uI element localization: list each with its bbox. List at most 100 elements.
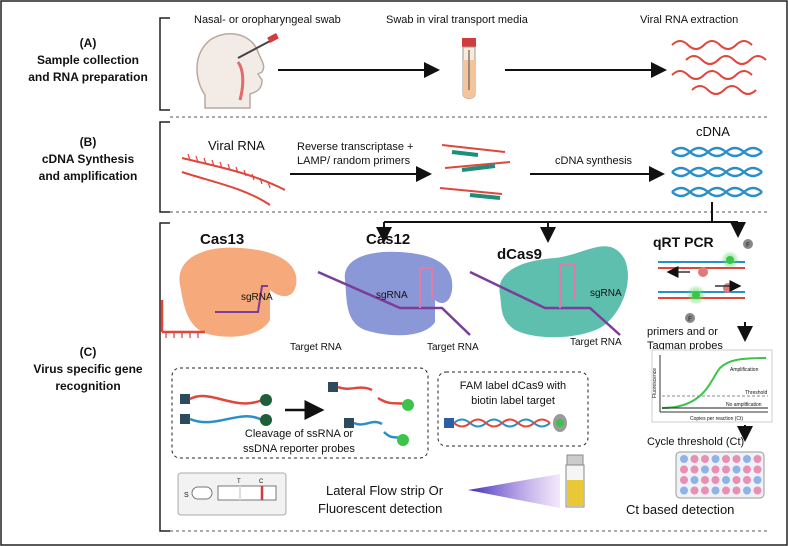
bracket-c [159, 222, 170, 532]
strip-c: C [259, 479, 264, 485]
reporter-probes-icon [180, 382, 414, 446]
rna-strands-icon [671, 40, 767, 95]
plate-well [680, 476, 688, 484]
cleavage-box [171, 367, 429, 459]
section-b-title-2: and amplification [39, 169, 138, 183]
amp-xlabel: Copies per reaction (Ct) [690, 416, 743, 422]
plate-well [732, 465, 741, 474]
strip-s: S [184, 492, 189, 499]
plate-well [722, 486, 730, 495]
lateral-label-2: Fluorescent detection [318, 501, 442, 516]
transport-label: Swab in viral transport media [386, 14, 529, 26]
plate-well [753, 476, 762, 484]
cas13-label: Cas13 [200, 231, 244, 248]
rt-label-1: Reverse transcriptase + [297, 141, 413, 153]
cas12-sgrna-label: sgRNA [376, 290, 408, 301]
viral-rna-icon [181, 153, 286, 206]
plate-well [690, 476, 699, 484]
cas13-protein-icon [160, 247, 297, 338]
plate-well [722, 476, 730, 484]
lateral-label-1: Lateral Flow strip Or [326, 483, 444, 498]
f-tag-bottom: F [688, 317, 692, 323]
plate-well [743, 465, 751, 474]
rna-primer-hybrid-icon [439, 144, 511, 200]
plate-well [711, 455, 720, 463]
qrtpcr-label: qRT PCR [653, 234, 714, 250]
section-c-letter: (C) [80, 345, 97, 359]
section-a-title-1: Sample collection [37, 53, 139, 67]
ct-label: Cycle threshold (Ct) [647, 436, 744, 448]
dcas9-sgrna-label: sgRNA [590, 288, 622, 299]
plate-well [743, 476, 751, 484]
plate-well [711, 476, 720, 484]
section-a-letter: (A) [80, 36, 97, 50]
plate-well [701, 455, 709, 463]
plate-well [711, 465, 720, 474]
lateral-flow-strip-icon [177, 472, 287, 516]
cas13-target-label: Target RNA [290, 342, 342, 353]
cdna-label: cDNA [696, 124, 730, 139]
amp-no-amplification: No amplification [726, 402, 762, 408]
head-with-swab-icon [196, 33, 279, 109]
cleavage-label-1: Cleavage of ssRNA or [245, 428, 354, 440]
cuvette-icon [565, 454, 585, 508]
section-a-title-2: and RNA preparation [28, 70, 148, 84]
fam-label-1: FAM label dCas9 with [460, 380, 566, 392]
distribution-arrows [376, 202, 746, 243]
viral-rna-label: Viral RNA [208, 138, 265, 153]
probes-label-1: primers and or [647, 326, 718, 338]
dcas9-label: dCas9 [497, 246, 542, 263]
plate-well [701, 486, 709, 495]
plate-well [753, 486, 762, 495]
amp-threshold: Threshold [745, 390, 767, 396]
plate-well [680, 465, 688, 474]
plate-well [690, 455, 699, 463]
qpcr-probe-icon [658, 239, 753, 323]
biotin-target-icon [444, 414, 567, 432]
light-beam [468, 474, 560, 508]
cas12-label: Cas12 [366, 231, 410, 248]
plate-well [680, 486, 688, 495]
section-b-letter: (B) [80, 135, 97, 149]
fam-box [437, 371, 589, 447]
dcas9-protein-icon [469, 246, 628, 338]
cdna-helix-icon [671, 146, 763, 198]
cas12-protein-icon [317, 251, 471, 336]
swab-label: Nasal- or oropharyngeal swab [194, 14, 341, 26]
plate-well [690, 486, 699, 495]
rt-label-2: LAMP/ random primers [297, 155, 411, 167]
cas12-target-label: Target RNA [427, 342, 479, 353]
plate-well [753, 455, 762, 463]
plate-well [680, 455, 688, 463]
section-c-title-1: Virus specific gene [33, 362, 142, 376]
fam-label-2: biotin label target [471, 395, 555, 407]
plate-well [711, 486, 720, 495]
transport-tube-icon [462, 38, 476, 99]
ct-detection-label: Ct based detection [626, 502, 734, 517]
probes-label-2: Taqman probes [647, 340, 723, 352]
section-b-title-1: cDNA Synthesis [42, 152, 135, 166]
plate-well [732, 455, 741, 463]
f-tag-top: F [746, 243, 750, 249]
plate-well [753, 465, 762, 474]
strip-t: T [237, 479, 241, 485]
extraction-label: Viral RNA extraction [640, 14, 738, 26]
section-c-title-2: recognition [55, 379, 120, 393]
cas13-sgrna-label: sgRNA [241, 292, 273, 303]
amp-ylabel: Fluorescence [652, 368, 658, 398]
plate-well [743, 486, 751, 495]
amplification-plot-icon [651, 349, 773, 423]
plate-well [732, 486, 741, 495]
well-plate-icon [675, 451, 765, 499]
bracket-b [159, 121, 170, 213]
cleavage-label-2: ssDNA reporter probes [243, 443, 355, 455]
plate-well [743, 455, 751, 463]
plate-well [722, 465, 730, 474]
plate-well [690, 465, 699, 474]
bracket-a [159, 17, 170, 111]
plate-well [732, 476, 741, 484]
amp-amplification: Amplification [730, 367, 759, 373]
plate-well [701, 476, 709, 484]
